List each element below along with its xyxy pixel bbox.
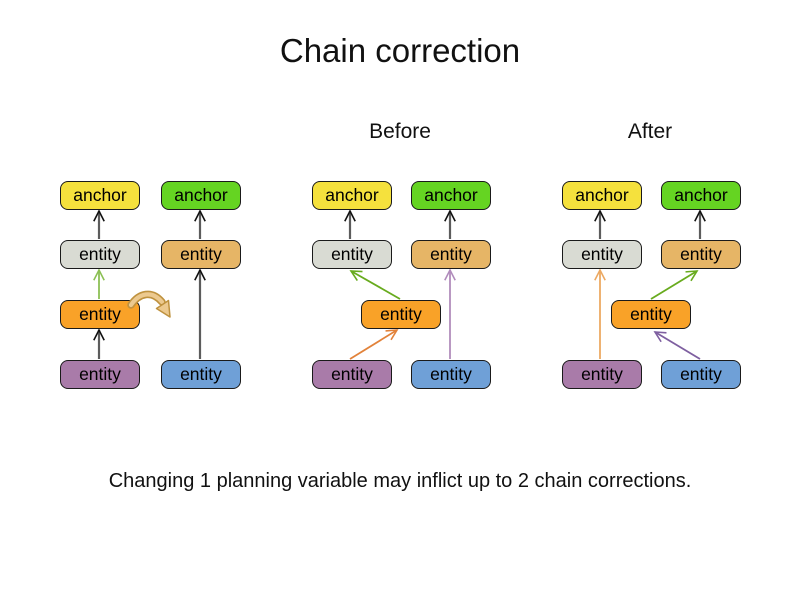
g3-entity-orange: entity <box>611 300 691 329</box>
g3-arrow-tan-to-anchor-head <box>694 209 706 222</box>
g2-anchor-yellow: anchor <box>312 181 392 210</box>
g3-entity-purple: entity <box>562 360 642 389</box>
after-label: After <box>627 120 673 143</box>
before-label: Before <box>369 120 431 143</box>
g1-anchor-green: anchor <box>161 181 241 210</box>
g1-entity-tan: entity <box>161 240 241 269</box>
g3-arrow-purple-to-gray-head <box>594 268 606 281</box>
g3-arrow-blue-to-orange <box>654 331 701 360</box>
g1-arrow-tan-to-anchor-head <box>194 209 206 222</box>
g3-anchor-green: anchor <box>661 181 741 210</box>
g2-arrow-orange-to-gray <box>350 270 401 300</box>
g2-entity-gray: entity <box>312 240 392 269</box>
g1-arrow-orange-to-gray-head <box>93 268 105 281</box>
g1-arrow-purple-to-orange-head <box>93 328 105 341</box>
g1-entity-gray: entity <box>60 240 140 269</box>
g3-arrow-orange-to-tan-head <box>685 270 699 282</box>
g1-entity-blue: entity <box>161 360 241 389</box>
g3-entity-gray: entity <box>562 240 642 269</box>
g2-arrow-blue-to-tan-head <box>444 268 456 281</box>
g2-arrow-orange-to-gray-head <box>349 270 363 282</box>
g2-entity-orange: entity <box>361 300 441 329</box>
g3-arrow-gray-to-anchor-head <box>594 209 606 222</box>
g3-entity-tan: entity <box>661 240 741 269</box>
g1-entity-orange: entity <box>60 300 140 329</box>
g2-arrow-purple-to-orange-head <box>385 329 399 341</box>
g1-arrow-blue-to-tan-head <box>194 268 206 281</box>
g2-arrow-gray-to-anchor-head <box>344 209 356 222</box>
g2-entity-purple: entity <box>312 360 392 389</box>
page-title: Chain correction <box>279 32 521 69</box>
g1-arrow-gray-to-anchor-head <box>93 209 105 222</box>
g2-entity-tan: entity <box>411 240 491 269</box>
g2-entity-blue: entity <box>411 360 491 389</box>
caption-text: Changing 1 planning variable may inflict… <box>108 470 692 492</box>
g1-entity-purple: entity <box>60 360 140 389</box>
g2-anchor-green: anchor <box>411 181 491 210</box>
g3-arrow-orange-to-tan <box>650 270 698 300</box>
g3-anchor-yellow: anchor <box>562 181 642 210</box>
g3-arrow-blue-to-orange-head <box>653 331 667 343</box>
g2-arrow-purple-to-orange <box>349 329 398 360</box>
g2-arrow-tan-to-anchor-head <box>444 209 456 222</box>
g1-anchor-yellow: anchor <box>60 181 140 210</box>
g3-entity-blue: entity <box>661 360 741 389</box>
